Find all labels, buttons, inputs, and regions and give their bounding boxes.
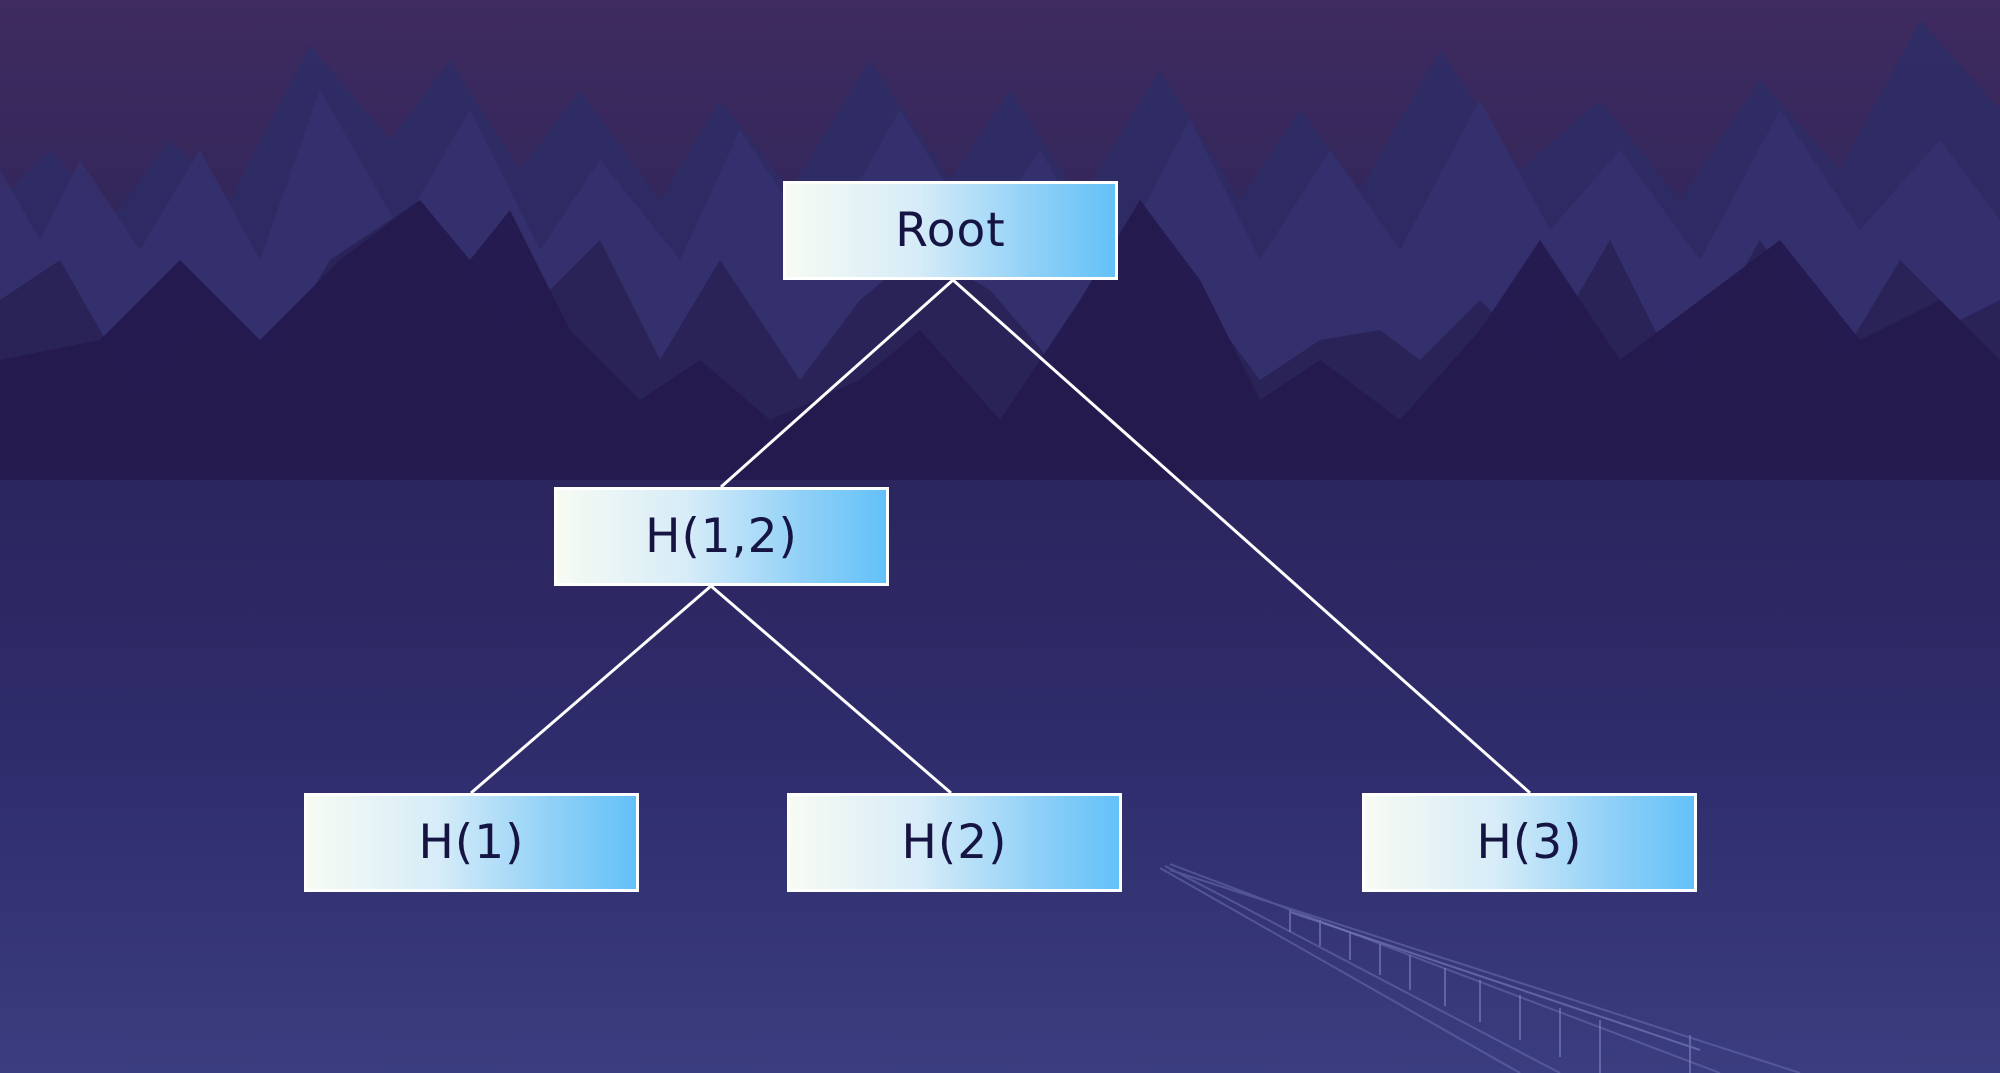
- node-h2: H(2): [787, 793, 1122, 892]
- edge-h12-h1: [470, 584, 712, 795]
- node-root: Root: [783, 181, 1118, 280]
- node-h3-label: H(3): [1476, 815, 1583, 870]
- node-h12: H(1,2): [554, 487, 889, 586]
- node-h1: H(1): [304, 793, 639, 892]
- node-root-label: Root: [895, 203, 1006, 258]
- node-h12-label: H(1,2): [645, 509, 798, 564]
- node-h3: H(3): [1362, 793, 1697, 892]
- edge-h12-h2: [710, 584, 952, 795]
- edge-root-h3: [952, 278, 1531, 795]
- node-h2-label: H(2): [901, 815, 1008, 870]
- edge-root-h12: [720, 278, 954, 489]
- node-h1-label: H(1): [418, 815, 525, 870]
